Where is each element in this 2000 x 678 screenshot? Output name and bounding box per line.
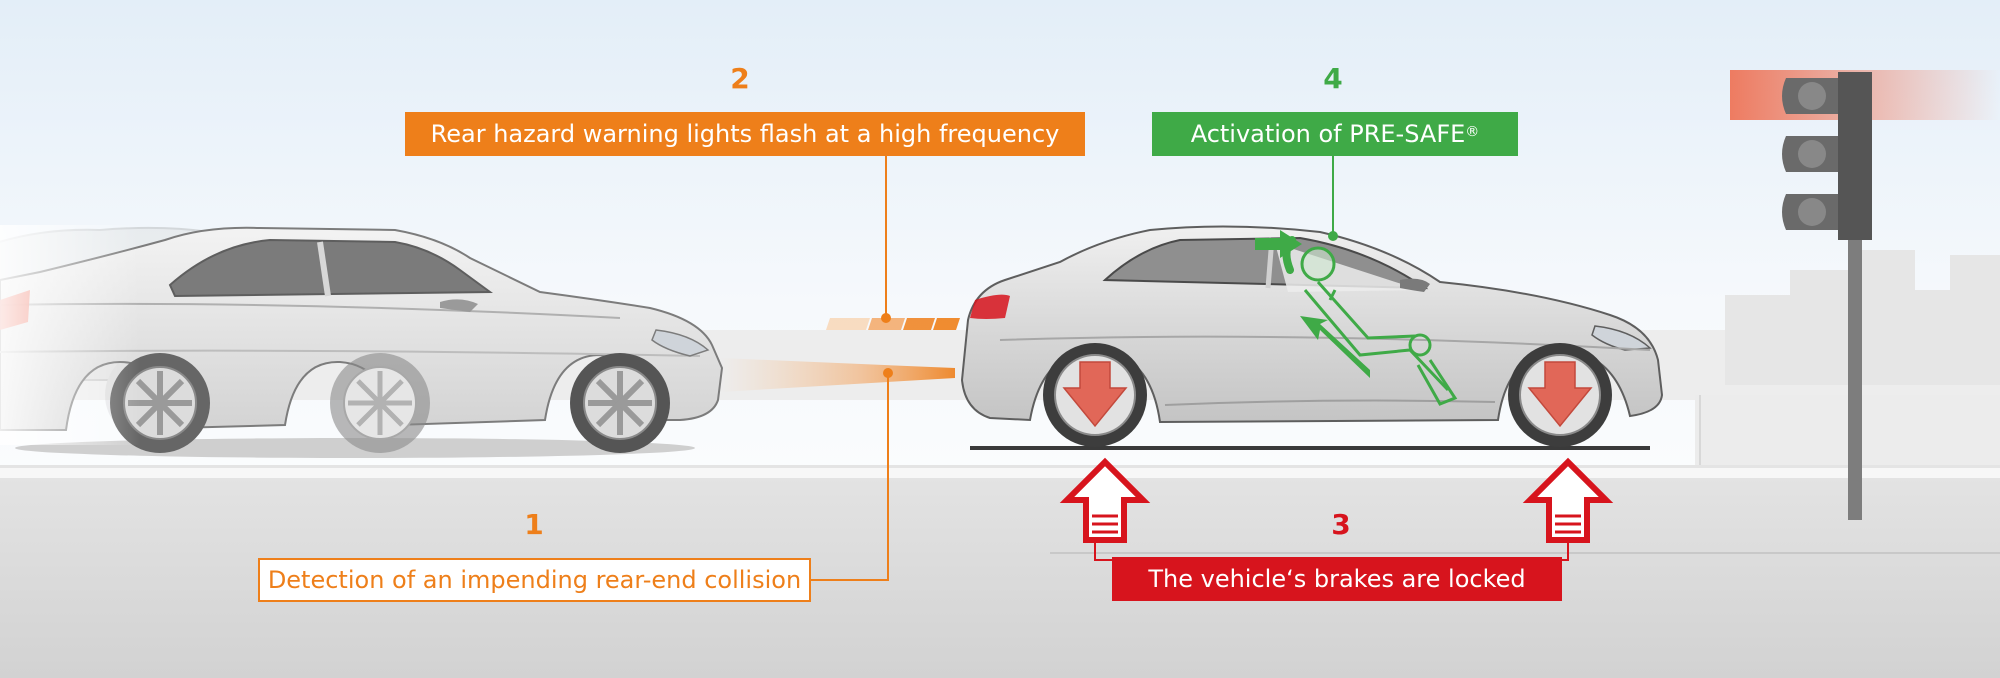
step-4-label: Activation of PRE-SAFE® <box>1152 112 1518 156</box>
step-3-number: 3 <box>1331 508 1351 541</box>
hazard-flash-streaks <box>826 318 960 330</box>
step-3-label: The vehicle‘s brakes are locked <box>1112 557 1562 601</box>
step-1-number: 1 <box>524 508 544 541</box>
traffic-light <box>1730 70 2000 520</box>
seat-adjust-arrow-icon <box>1255 230 1370 378</box>
registered-mark: ® <box>1465 124 1480 140</box>
step-4-text: Activation of PRE-SAFE <box>1190 120 1466 148</box>
brake-arrow-icon <box>1062 361 1593 428</box>
occupant-icon <box>1282 236 1458 406</box>
step-1-text: Detection of an impending rear-end colli… <box>267 566 802 594</box>
stationary-car <box>960 225 1664 447</box>
approaching-car <box>0 225 724 458</box>
leader-lines <box>810 156 1569 581</box>
step-2-label: Rear hazard warning lights flash at a hi… <box>405 112 1085 156</box>
step-2-text: Rear hazard warning lights flash at a hi… <box>430 120 1060 148</box>
brake-up-arrows <box>1059 457 1614 543</box>
step-2-number: 2 <box>730 62 750 95</box>
road-line <box>0 468 2000 478</box>
sidewalk <box>1695 395 2000 465</box>
step-4-number: 4 <box>1323 62 1343 95</box>
detection-beam <box>720 358 955 392</box>
city-skyline <box>1725 250 2000 385</box>
step-3-text: The vehicle‘s brakes are locked <box>1148 565 1526 593</box>
step-1-label: Detection of an impending rear-end colli… <box>258 558 811 602</box>
